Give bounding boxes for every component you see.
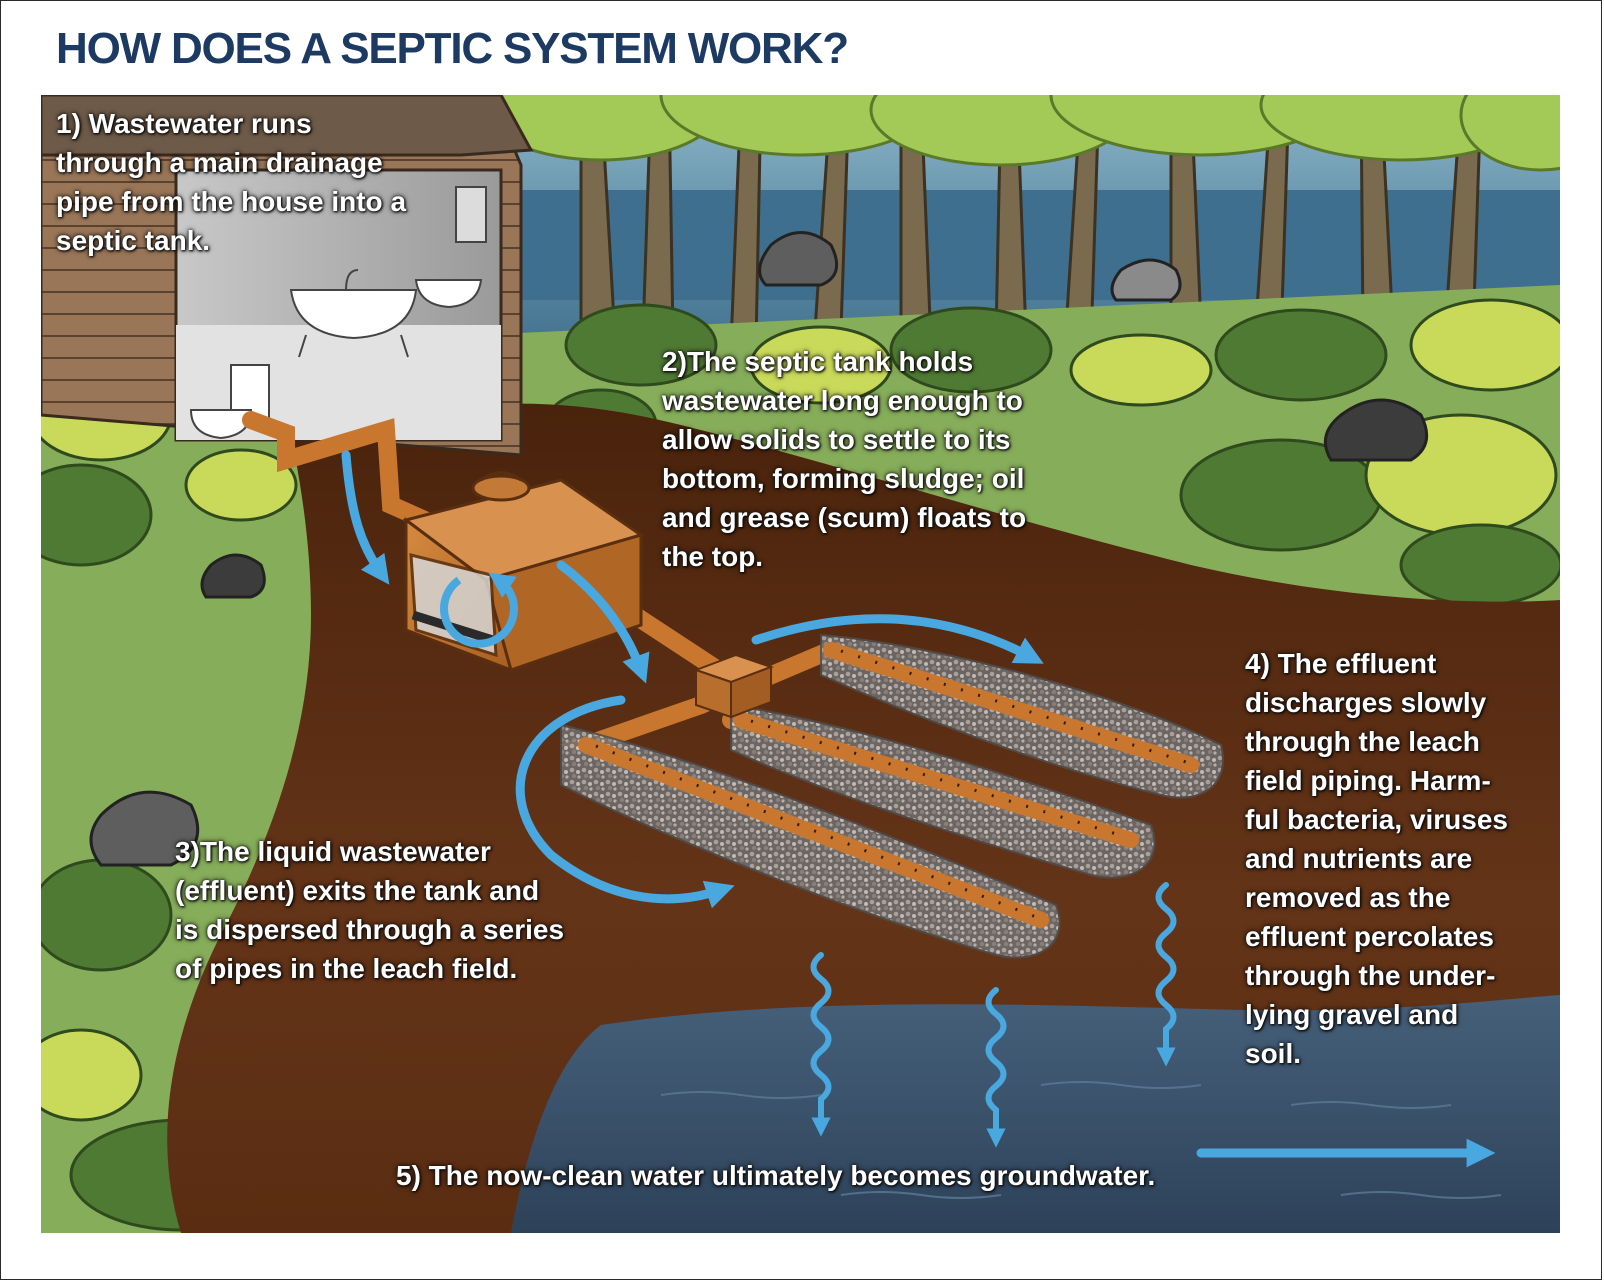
caption-line: effluent percolates <box>1245 921 1494 952</box>
caption-line: removed as the <box>1245 882 1451 913</box>
caption-line: is dispersed through a series <box>175 914 565 945</box>
distribution-box <box>693 653 774 719</box>
step-4-caption: 4) The effluent discharges slowly throug… <box>1245 644 1508 1073</box>
caption-line: soil. <box>1245 1038 1302 1069</box>
step-1-caption: 1) Wastewater runs through a main draina… <box>56 104 406 260</box>
tank-circulation-arrow <box>440 572 518 648</box>
caption-line: field piping. Harm- <box>1245 765 1491 796</box>
septic-system-illustration <box>41 95 1560 1233</box>
caption-line: ful bacteria, viruses <box>1245 804 1509 835</box>
caption-line: the top. <box>662 541 764 572</box>
septic-tank <box>402 471 645 673</box>
step-3-caption: 3)The liquid wastewater (effluent) exits… <box>175 832 564 988</box>
caption-line: through the under- <box>1245 960 1496 991</box>
caption-line: 3)The liquid wastewater <box>175 836 491 867</box>
caption-line: (effluent) exits the tank and <box>175 875 540 906</box>
tree-canopy <box>479 95 1560 172</box>
water-ripples <box>660 1081 1502 1199</box>
caption-line: bottom, forming sludge; oil <box>662 463 1025 494</box>
bathtub-icon <box>289 269 418 358</box>
caption-line: and grease (scum) floats to <box>662 502 1027 533</box>
sink-icon <box>414 186 487 309</box>
caption-line: through the leach <box>1245 726 1480 757</box>
caption-line: pipe from the house into a <box>56 186 407 217</box>
groundwater <box>511 995 1560 1233</box>
pipe-perforations <box>595 649 1187 919</box>
caption-line: 1) Wastewater runs <box>56 108 312 139</box>
caption-line: and nutrients are <box>1245 843 1473 874</box>
caption-line: discharges slowly <box>1245 687 1487 718</box>
caption-line: allow solids to settle to its <box>662 424 1011 455</box>
caption-line: 5) The now-clean water ultimately become… <box>396 1160 1156 1191</box>
caption-line: lying gravel and <box>1245 999 1459 1030</box>
caption-line: 2)The septic tank holds <box>662 346 974 377</box>
caption-line: through a main drainage <box>56 147 383 178</box>
step-2-caption: 2)The septic tank holds wastewater long … <box>662 342 1026 576</box>
step-5-caption: 5) The now-clean water ultimately become… <box>396 1156 1155 1195</box>
house <box>41 95 534 457</box>
caption-line: of pipes in the leach field. <box>175 953 518 984</box>
caption-line: wastewater long enough to <box>662 385 1023 416</box>
toilet-icon <box>189 364 270 440</box>
percolation-arrows <box>810 882 1177 1148</box>
flow-arrows <box>341 450 1496 1168</box>
caption-line: 4) The effluent <box>1245 648 1437 679</box>
diagram-title: HOW DOES A SEPTIC SYSTEM WORK? <box>56 24 849 73</box>
caption-line: septic tank. <box>56 225 211 256</box>
